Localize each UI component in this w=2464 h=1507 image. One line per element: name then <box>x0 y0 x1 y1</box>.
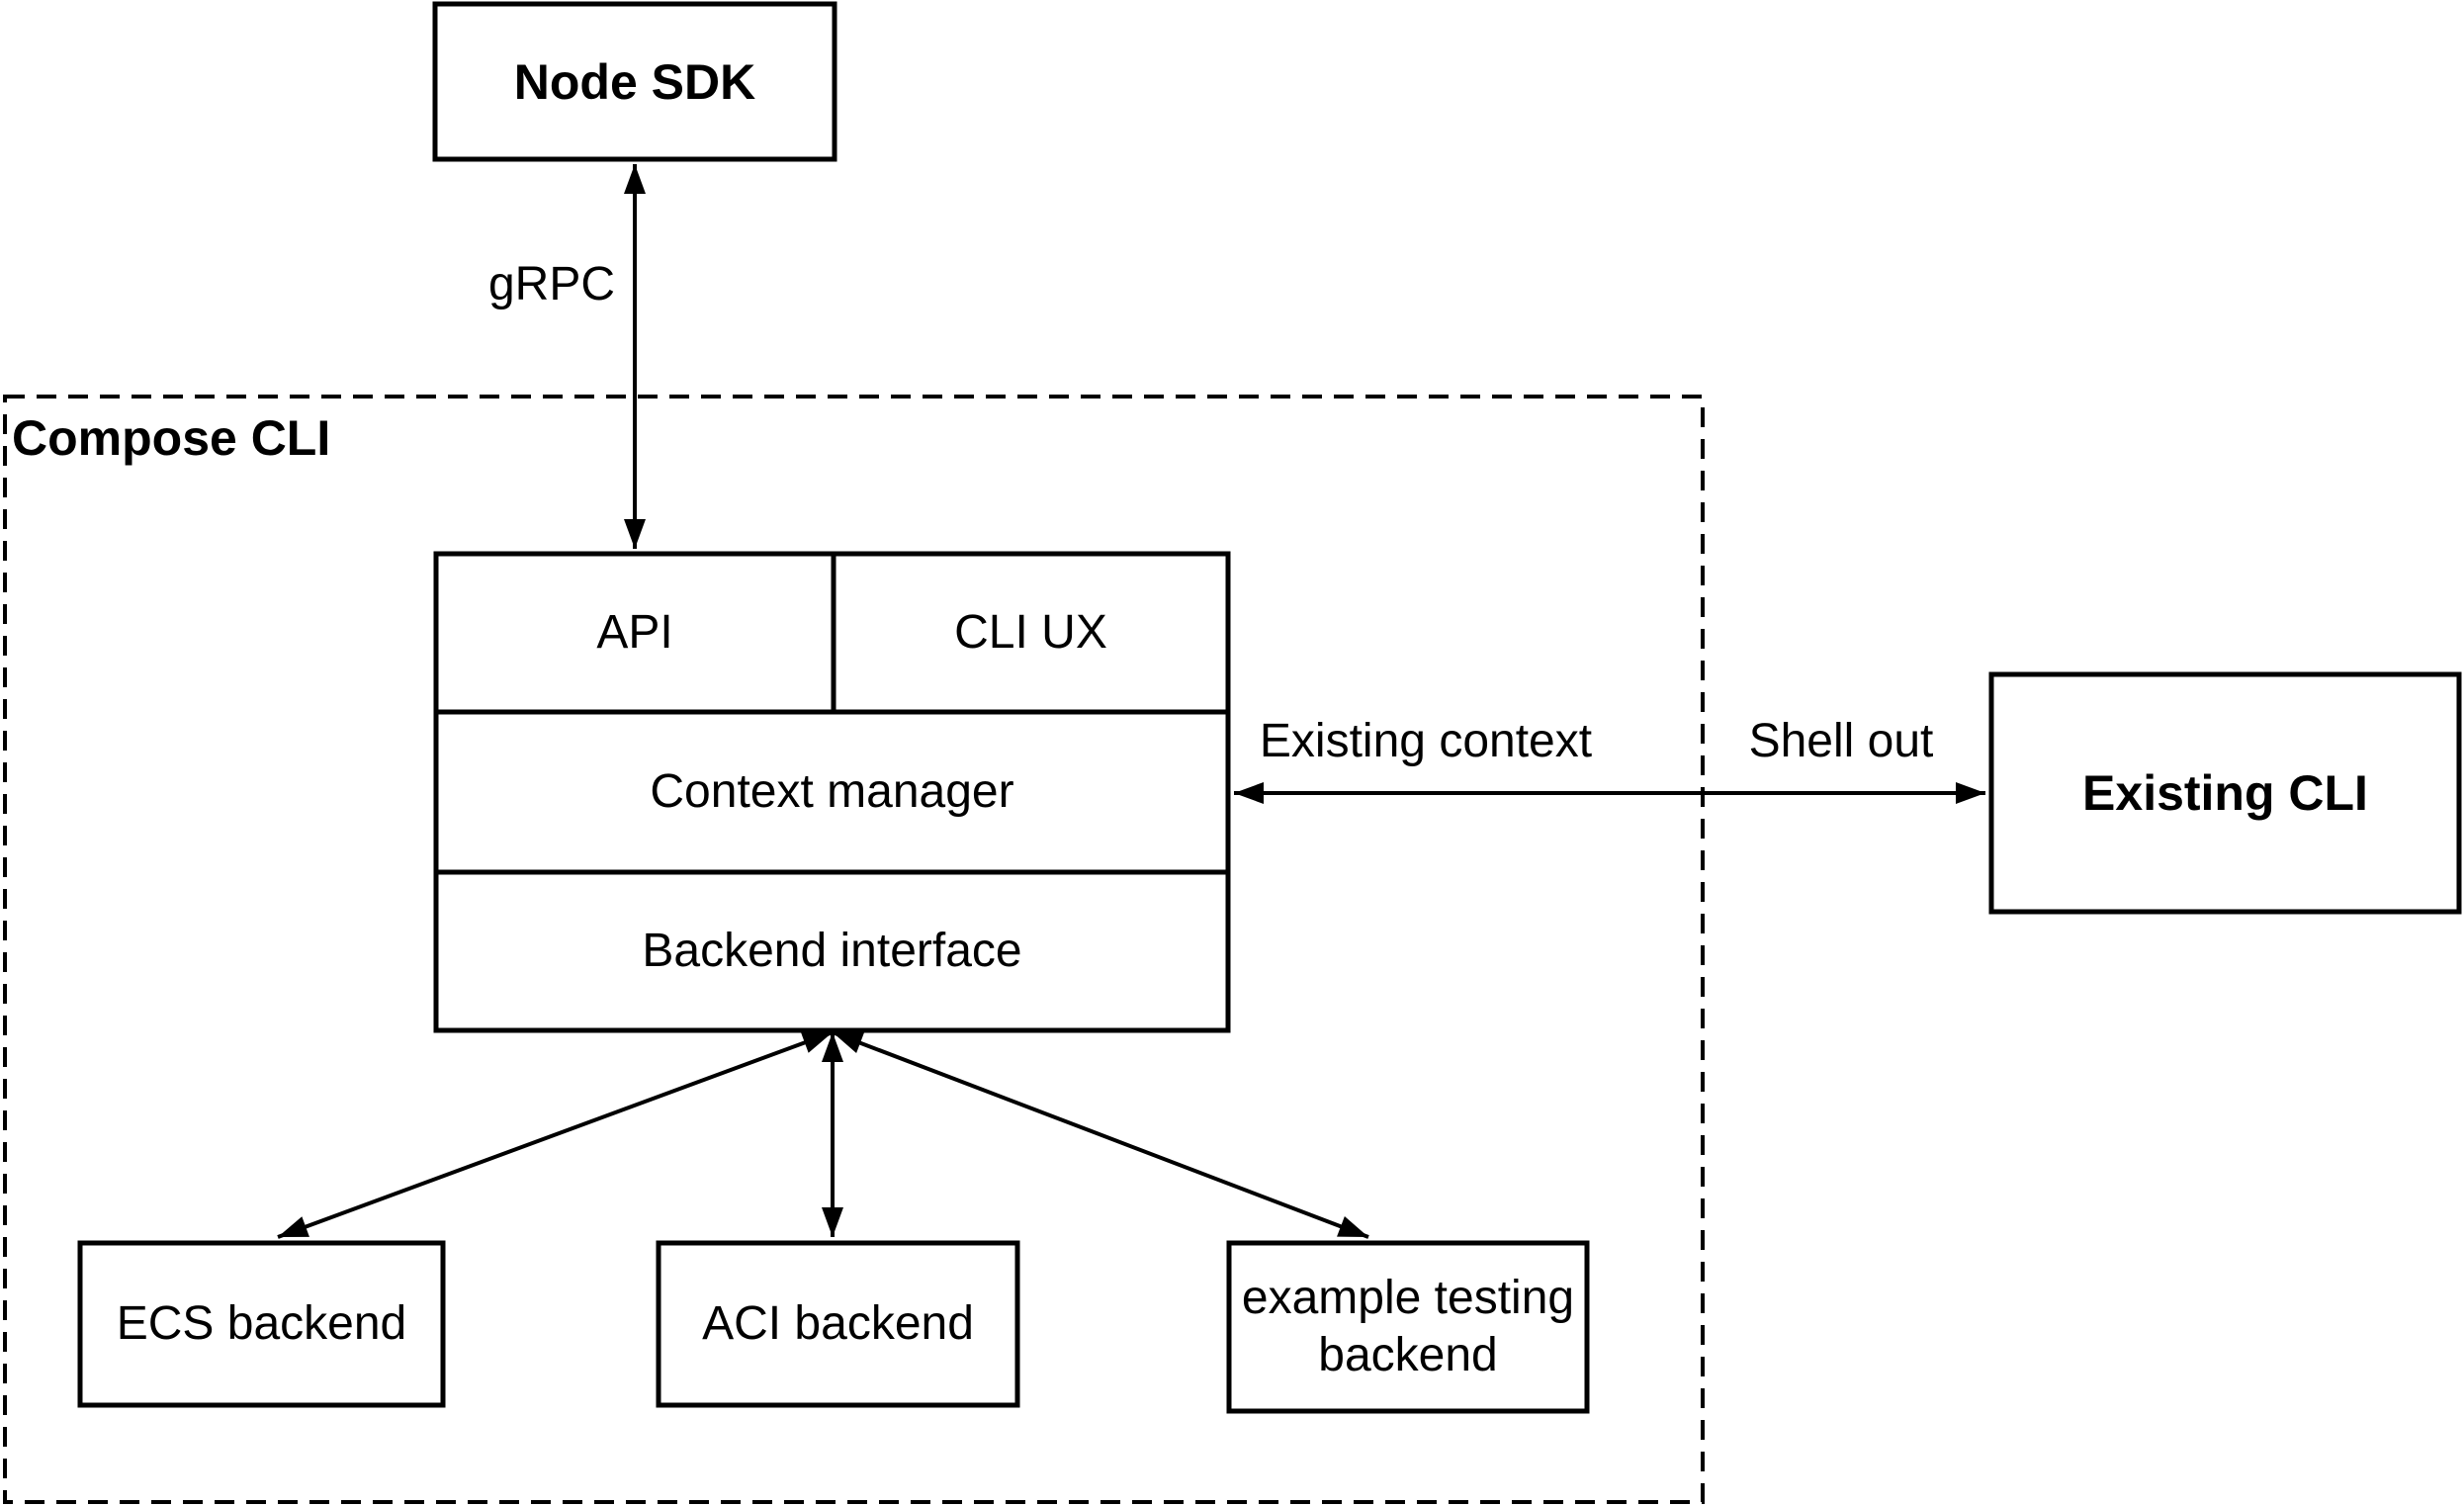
aci-backend-label: ACI backend <box>702 1297 974 1351</box>
node-sdk-label: Node SDK <box>513 53 756 110</box>
existing-context-edge-label: Existing context <box>1259 715 1593 768</box>
cli-ux-label: CLI UX <box>954 606 1107 660</box>
compose-cli-group-label: Compose CLI <box>12 410 331 466</box>
compose-cli-group-box <box>3 395 1705 1504</box>
example-testing-backend-label: example testing backend <box>1241 1272 1575 1381</box>
api-label: API <box>596 606 673 660</box>
cli-ux-box <box>831 551 1231 715</box>
backend-ecs-edge <box>277 1030 834 1239</box>
context-manager-label: Context manager <box>650 765 1014 819</box>
grpc-edge-label: gRPC <box>487 258 615 311</box>
ecs-backend-label: ECS backend <box>116 1297 407 1351</box>
existing-cli-box <box>1988 671 2462 915</box>
backend-example-edge <box>832 1030 1369 1239</box>
node-sdk-box <box>432 1 837 162</box>
shell-out-edge-label: Shell out <box>1748 715 1934 768</box>
ecs-backend-box <box>77 1240 446 1408</box>
backend-interface-box <box>433 869 1231 1033</box>
aci-backend-box <box>656 1240 1020 1408</box>
existing-cli-label: Existing CLI <box>2082 765 2368 821</box>
example-testing-backend-box <box>1226 1240 1590 1414</box>
backend-interface-label: Backend interface <box>642 925 1022 978</box>
